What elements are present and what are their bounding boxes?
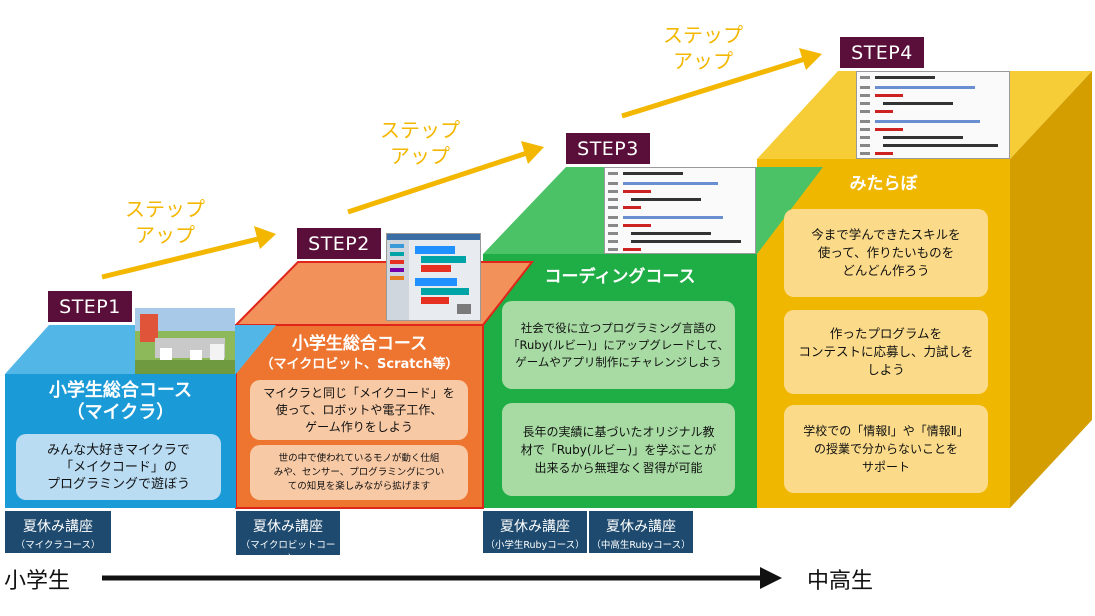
step-up-text-1: ステップ アップ	[125, 197, 205, 247]
step-up-text-2: ステップ アップ	[380, 118, 460, 168]
course3-card-1: 社会で役に立つプログラミング言語の 「Ruby(ルビー)」にアップグレードして、…	[502, 301, 735, 389]
minecraft-screenshot	[135, 308, 235, 374]
summer-course-ruby-secondary[interactable]: 夏休み講座 （中高生Rubyコース）	[589, 511, 693, 553]
makecode-screenshot	[386, 233, 481, 321]
step-up-arrowhead-2	[521, 141, 544, 164]
ruby-code-screenshot-advanced	[856, 71, 1010, 159]
step-up-arrow-1	[101, 235, 263, 280]
axis-start-label: 小学生	[4, 569, 71, 594]
step-up-arrow-3	[621, 55, 809, 119]
progress-arrowhead	[760, 567, 782, 589]
step-up-text-3: ステップ アップ	[663, 23, 743, 73]
course4-card-3: 学校での「情報Ⅰ」や「情報Ⅱ」 の授業で分からないことを サポート	[784, 405, 988, 493]
course2-card-1: マイクラと同じ「メイクコード」を 使って、ロボットや電子工作、 ゲーム作りをしよ…	[250, 380, 468, 440]
course1-card: みんな大好きマイクラで 「メイクコード」の プログラミングで遊ぼう	[16, 434, 221, 500]
course4-title: みたらぼ	[849, 174, 918, 194]
step2-label: STEP2	[297, 228, 381, 259]
course1-title: 小学生総合コース （マイクラ）	[48, 380, 193, 423]
course3-card-2: 長年の実績に基づいたオリジナル教 材で「Ruby(ルビー)」を学ぶことが 出来る…	[502, 403, 735, 496]
course4-card-1: 今まで学んできたスキルを 使って、作りたいものを どんどん作ろう	[784, 209, 988, 297]
summer-course-ruby-elementary[interactable]: 夏休み講座 （小学生Rubyコース）	[483, 511, 587, 553]
step-up-arrowhead-1	[254, 226, 276, 249]
course2-title: 小学生総合コース （マイクロビット、Scratch等）	[260, 334, 459, 372]
summer-course-microbit[interactable]: 夏休み講座 （マイクロビットコース）	[236, 511, 340, 565]
ruby-code-screenshot	[604, 167, 756, 254]
summer-course-minecraft[interactable]: 夏休み講座 （マイクラコース）	[5, 511, 111, 553]
step4-label: STEP4	[840, 37, 924, 68]
course3-title: コーディングコース	[544, 267, 696, 287]
step-up-arrow-2	[347, 149, 531, 215]
step-up-arrowhead-3	[799, 48, 822, 70]
step1-label: STEP1	[48, 291, 132, 322]
step4-side	[1010, 71, 1092, 508]
course4-card-2: 作ったプログラムを コンテストに応募し、力試しを しよう	[784, 310, 988, 394]
step3-label: STEP3	[566, 133, 650, 164]
course2-card-2: 世の中で使われているモノが動く仕組 みや、センサー、プログラミングについ ての知…	[250, 445, 468, 500]
axis-end-label: 中高生	[807, 569, 874, 594]
